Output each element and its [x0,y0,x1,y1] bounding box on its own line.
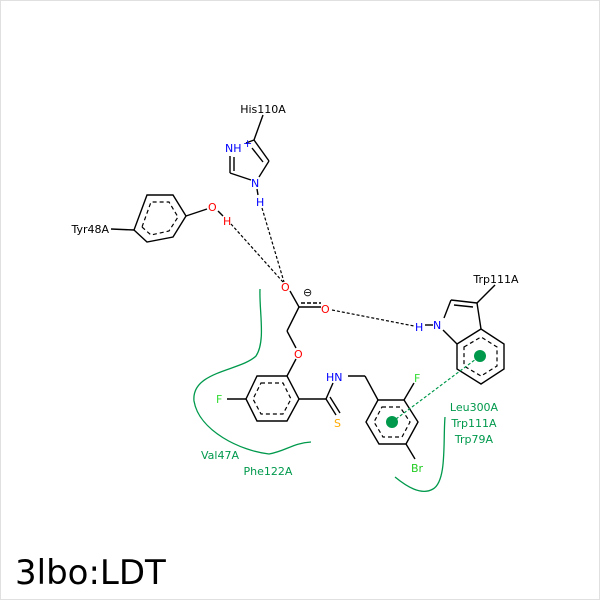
ligand-core [227,290,419,460]
residue-label-val47a: Val47A [201,449,239,462]
hydrophobic-arc-right [394,416,446,492]
hbond-trp [331,309,415,327]
charge-plus: + [243,137,252,150]
diagram-title: 3lbo:LDT [15,553,166,593]
atom-o-carboxylate-1: O [281,281,290,294]
trp-indole [425,284,505,385]
atom-o-ether: O [294,348,303,361]
atom-o-tyr: O [208,201,217,214]
his-imidazole [229,114,270,196]
residue-label-phe122a: Phe122A [244,465,293,478]
hydrophobic-arc-left [193,288,312,455]
atom-f-ring-a: F [216,393,222,406]
residue-label-tyr48a: Tyr48A [70,223,109,236]
atom-s: S [334,417,341,430]
ring-centroid-trp [474,350,486,362]
residue-label-trp111a-pi: Trp111A [450,417,497,430]
residue-label-his110a: His110A [240,103,286,116]
residue-label-trp79a: Trp79A [454,433,494,446]
atom-h-trp: H [415,321,423,334]
residue-label-leu300a: Leu300A [450,401,499,414]
hbond-his [261,207,285,283]
atom-h-tyr: H [223,215,231,228]
atom-o-carboxylate-2: O [321,303,330,316]
residue-label-trp111a: Trp111A [472,273,519,286]
tyr-phenol [110,194,224,243]
charge-minus: ⊖ [303,286,312,299]
atom-n-his: N [251,177,259,190]
atom-hn: HN [326,371,343,384]
atom-br: Br [411,462,424,475]
atom-h-his: H [256,196,264,209]
atom-n-trp: N [433,319,441,332]
hbond-tyr [230,223,284,283]
atom-f-ring-b: F [414,372,420,385]
pi-stacking-line [391,355,481,423]
atom-nh-plus: NH [225,142,242,155]
